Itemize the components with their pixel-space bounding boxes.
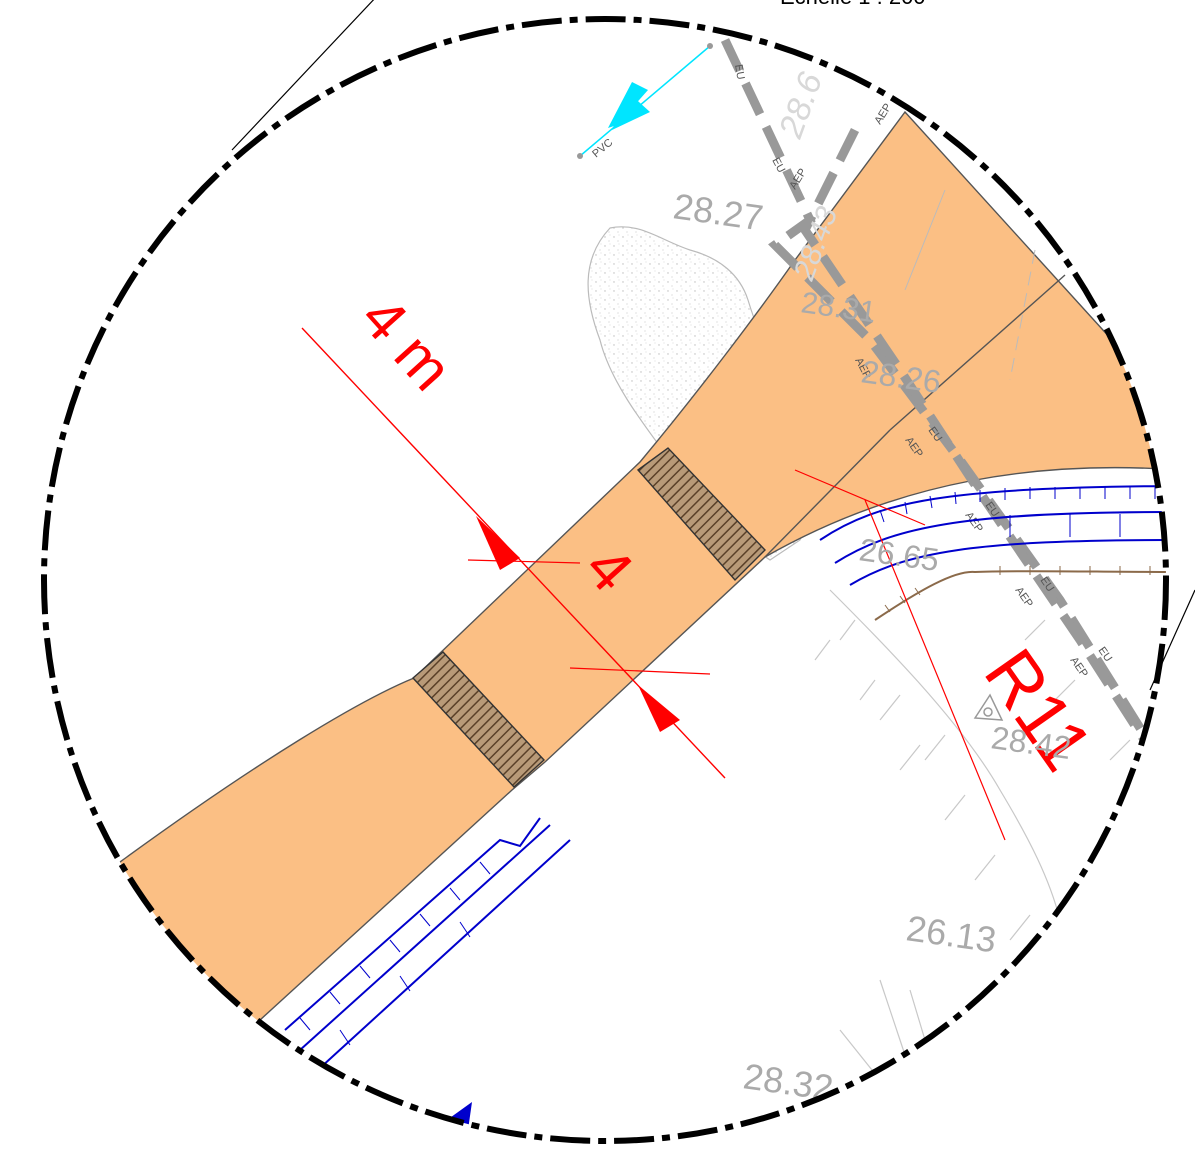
curb-lower-left: [284, 817, 571, 1069]
dimension-extension: [467, 559, 581, 564]
curb-upper-right: [819, 485, 1166, 586]
detail-content: EU AEP AEP EU AEP EU AEP EU AEP EU AEP E…: [119, 38, 1166, 1130]
pvc-node: [707, 43, 713, 49]
pvc-pipe-line: [579, 45, 711, 157]
pvc-flow-arrowhead-icon: [612, 92, 650, 130]
dimension-extension: [569, 667, 711, 675]
terrain-edge: [829, 589, 1061, 921]
elevation-label: 26.65: [857, 531, 941, 578]
network-line-aep: [799, 127, 1166, 783]
pvc-label: PVC: [590, 137, 615, 161]
faint-line: [904, 189, 946, 291]
pedestrian-crossing-lower: [411, 651, 545, 788]
road-edge-right: [764, 429, 891, 558]
network-label-eu: EU: [732, 63, 746, 80]
leader-line-top-left: [231, 0, 375, 151]
pvc-node: [577, 153, 583, 159]
dimension-arrow-top-icon: [476, 516, 520, 570]
terrain-ticks: [814, 619, 1131, 1081]
curb-lower-ticks: [299, 861, 491, 1046]
faint-line: [1009, 249, 1036, 381]
curb-brown-ticks: [884, 566, 1151, 613]
network-label-aep: AEP: [872, 102, 894, 127]
radius-line: [864, 499, 1006, 841]
detail-circle-frame: [41, 16, 1169, 1144]
radius-label-r11: R11: [969, 635, 1107, 785]
network-label-aep: AEP: [1013, 585, 1035, 610]
curb-ticks-upper: [879, 487, 1156, 537]
survey-point-icon: [973, 693, 1004, 721]
pedestrian-crossing-upper: [636, 447, 766, 582]
radius-line: [794, 469, 926, 526]
faint-spot-level: 28.6: [771, 67, 830, 143]
elevation-label: 28.27: [671, 185, 766, 238]
dimension-arrow-bottom-icon: [638, 685, 680, 732]
scale-caption: Echelle 1 : 200: [780, 0, 926, 9]
dimension-label-4m: 4 m: [348, 284, 465, 403]
network-label-aep: AEP: [963, 510, 985, 535]
elevation-label: 26.13: [904, 907, 999, 960]
